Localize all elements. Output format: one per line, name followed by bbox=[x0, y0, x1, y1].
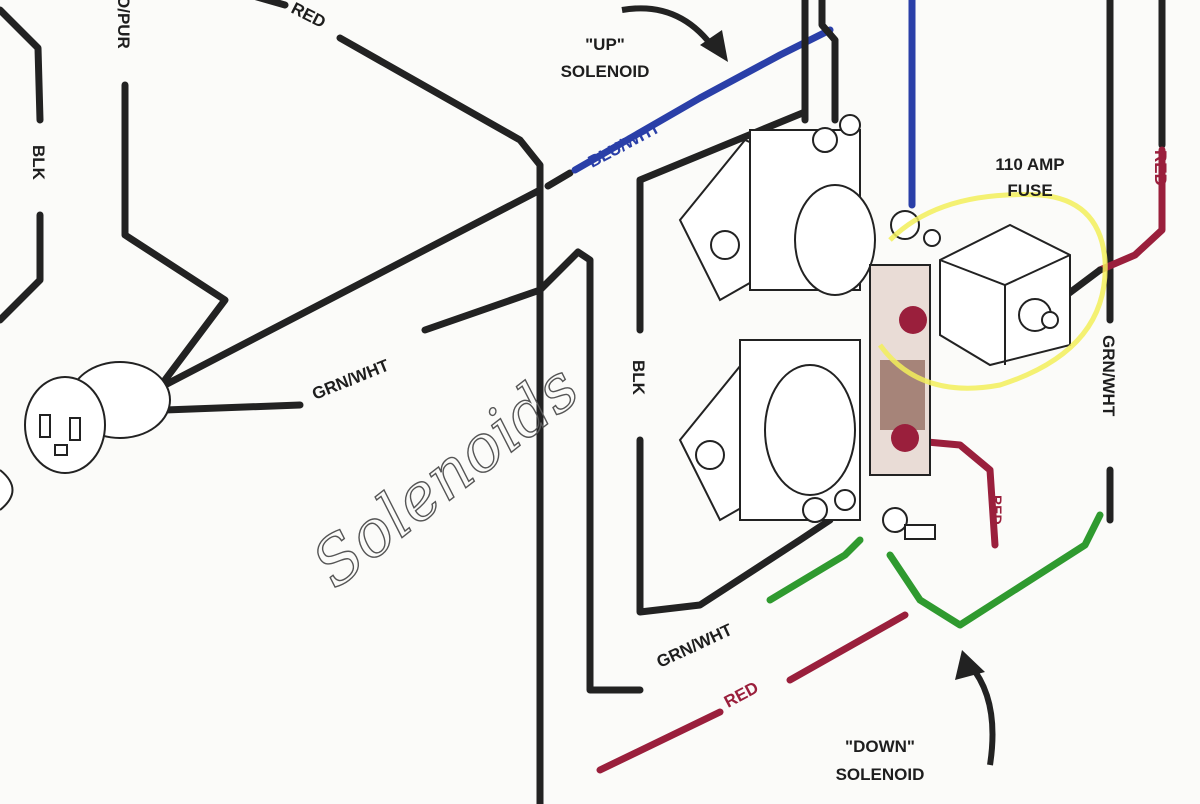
up-solenoid-arrow bbox=[621, 5, 718, 52]
up-arrowhead-icon bbox=[700, 30, 728, 62]
down-arrowhead-icon bbox=[955, 650, 985, 680]
fuse-110-amp bbox=[939, 223, 1071, 367]
wire-blk-left bbox=[0, 6, 44, 324]
fuse-label-2: FUSE bbox=[1007, 181, 1052, 200]
label-grn-wht-right: GRN/WHT bbox=[1099, 335, 1118, 417]
label-blu-wht: BLU/WHT bbox=[585, 118, 664, 172]
wire-red-small bbox=[901, 436, 999, 549]
bus-bar bbox=[869, 264, 931, 476]
fuse-highlight-circle bbox=[877, 192, 1108, 391]
label-red-pur: O/PUR bbox=[114, 0, 133, 49]
label-red-top: RED bbox=[288, 0, 329, 32]
up-solenoid bbox=[678, 114, 941, 302]
wire-top-verticals bbox=[801, 0, 916, 209]
label-blk-left: BLK bbox=[29, 145, 48, 181]
label-grn-wht-bottom: GRN/WHT bbox=[654, 620, 736, 672]
label-red-bottom: RED bbox=[721, 678, 762, 712]
label-red-small: RED bbox=[989, 495, 1005, 525]
label-red-right: RED bbox=[1151, 150, 1170, 186]
fuse-label-1: 110 AMP bbox=[995, 155, 1064, 174]
down-solenoid-label-2: SOLENOID bbox=[836, 765, 925, 784]
wire-grn-wht-left bbox=[161, 248, 644, 694]
wire-grn-wht-bottom bbox=[766, 536, 864, 604]
label-blk-middle: BLK bbox=[629, 360, 648, 396]
down-solenoid bbox=[678, 339, 936, 540]
wire-red-top bbox=[254, 0, 544, 804]
up-solenoid-label-1: "UP" bbox=[585, 35, 625, 54]
label-grn-wht-left: GRN/WHT bbox=[309, 355, 392, 403]
wire-red-pur bbox=[121, 81, 229, 384]
down-solenoid-arrow bbox=[967, 663, 996, 766]
wire-red-bottom bbox=[596, 611, 909, 774]
up-solenoid-label-2: SOLENOID bbox=[561, 62, 650, 81]
connector-plug bbox=[0, 361, 171, 511]
down-solenoid-label-1: "DOWN" bbox=[845, 737, 915, 756]
